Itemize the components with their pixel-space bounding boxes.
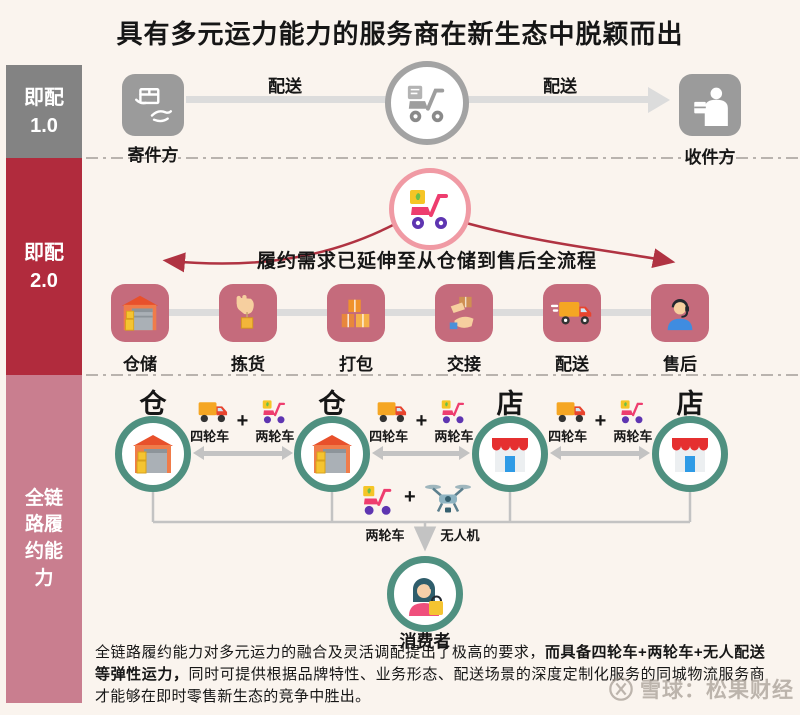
fulfillment-headline: 履约需求已延伸至从仓储到售后全流程: [256, 251, 597, 272]
plus-sign: +: [415, 410, 428, 432]
step-tile-handover: [435, 284, 493, 342]
page-title: 具有多元运力能力的服务商在新生态中脱颖而出: [116, 19, 684, 49]
step-label: 售后: [663, 355, 697, 374]
store-icon: [668, 434, 712, 474]
warehouse-icon: [131, 433, 175, 475]
footer-text-before: 全链路履约能力对多元运力的融合及灵活调配提出了极高的要求，: [95, 644, 545, 661]
package-hand-icon: [132, 84, 174, 126]
scooter-icon: [618, 398, 647, 425]
store-icon: [488, 434, 532, 474]
warehouse-node: [115, 416, 191, 492]
scooter-icon: [404, 81, 450, 125]
step-label: 仓储: [123, 355, 157, 374]
vehicle-group: 四轮车 + 两轮车: [167, 398, 317, 445]
pink-scooter-icon: [406, 186, 454, 232]
step-label: 拣货: [231, 355, 265, 374]
xueqiu-logo-icon: [608, 676, 634, 702]
lastmile-group: +: [360, 482, 472, 517]
step-tile-aftersales: [651, 284, 709, 342]
boxes-icon: [337, 294, 375, 332]
courier-hub-circle: [385, 61, 469, 145]
watermark-text: 雪球：松果财经: [640, 679, 794, 702]
arrowhead-icon: [648, 87, 670, 113]
courier-hub-circle-2: [389, 168, 471, 250]
plus-sign: +: [236, 410, 249, 432]
truck-icon: [190, 399, 230, 425]
truck-label: 四轮车: [548, 429, 588, 444]
lastmile-drone-label: 无人机: [440, 528, 480, 543]
node-label: 仓: [139, 389, 167, 419]
node-label: 店: [676, 389, 704, 419]
step-label: 交接: [447, 355, 481, 374]
drone-icon: [424, 482, 472, 517]
watermark: 雪球：松果财经: [608, 674, 794, 704]
sidebar-section-jipei-1-0: 即配 1.0: [6, 65, 82, 158]
plus-sign: +: [404, 486, 416, 508]
bidirectional-arrow: [372, 446, 470, 460]
scooter-icon: [439, 398, 468, 425]
step-tile-picking: [219, 284, 277, 342]
truck-icon: [369, 399, 409, 425]
scooter-label: 两轮车: [255, 429, 295, 444]
sender-label: 寄件方: [127, 146, 179, 165]
delivery-label: 配送: [268, 77, 302, 96]
warehouse-node: [294, 416, 370, 492]
truck-icon: [550, 298, 594, 328]
node-label: 仓: [318, 389, 346, 419]
scooter-icon: [260, 398, 289, 425]
receiver-tile: [679, 74, 741, 136]
vehicle-group: 四轮车 + 两轮车: [346, 398, 496, 445]
footer-text-bold: 而具备四轮车+两轮车+无人配送等弹性运力，: [95, 644, 765, 684]
step-tile-packing: [327, 284, 385, 342]
bidirectional-arrow: [193, 446, 293, 460]
scooter-label: 两轮车: [434, 429, 474, 444]
truck-label: 四轮车: [190, 429, 230, 444]
lastmile-scooter-label: 两轮车: [365, 528, 405, 543]
scooter-icon: [360, 483, 396, 517]
bidirectional-arrow: [550, 446, 650, 460]
truck-icon: [548, 399, 588, 425]
picking-hand-icon: [229, 294, 267, 332]
scooter-label: 两轮车: [613, 429, 653, 444]
warehouse-icon: [120, 294, 160, 332]
step-tile-warehousing: [111, 284, 169, 342]
store-node: [472, 416, 548, 492]
consumer-icon: [403, 572, 447, 616]
steps-connector-line: [140, 309, 680, 316]
person-receiving-icon: [689, 84, 731, 126]
sidebar-section-jipei-2-0: 即配 2.0: [6, 158, 82, 375]
flow-line: [186, 96, 386, 103]
plus-sign: +: [594, 410, 607, 432]
consumer-node: [387, 556, 463, 632]
warehouse-icon: [310, 433, 354, 475]
step-tile-delivery: [543, 284, 601, 342]
dashed-divider: [86, 157, 798, 159]
step-label: 打包: [339, 355, 373, 374]
dashed-divider: [86, 374, 798, 376]
node-label: 店: [496, 389, 524, 419]
receiver-label: 收件方: [684, 148, 736, 167]
sender-tile: [122, 74, 184, 136]
delivery-label: 配送: [543, 77, 577, 96]
support-agent-icon: [661, 294, 699, 332]
truck-label: 四轮车: [369, 429, 409, 444]
step-label: 配送: [555, 355, 589, 374]
store-node: [652, 416, 728, 492]
vehicle-group: 四轮车 + 两轮车: [525, 398, 675, 445]
sidebar-section-full-chain: 全链 路履 约能 力: [6, 375, 82, 703]
flow-line: [457, 96, 649, 103]
consumer-label: 消费者: [399, 632, 451, 651]
handover-hands-icon: [445, 294, 483, 332]
